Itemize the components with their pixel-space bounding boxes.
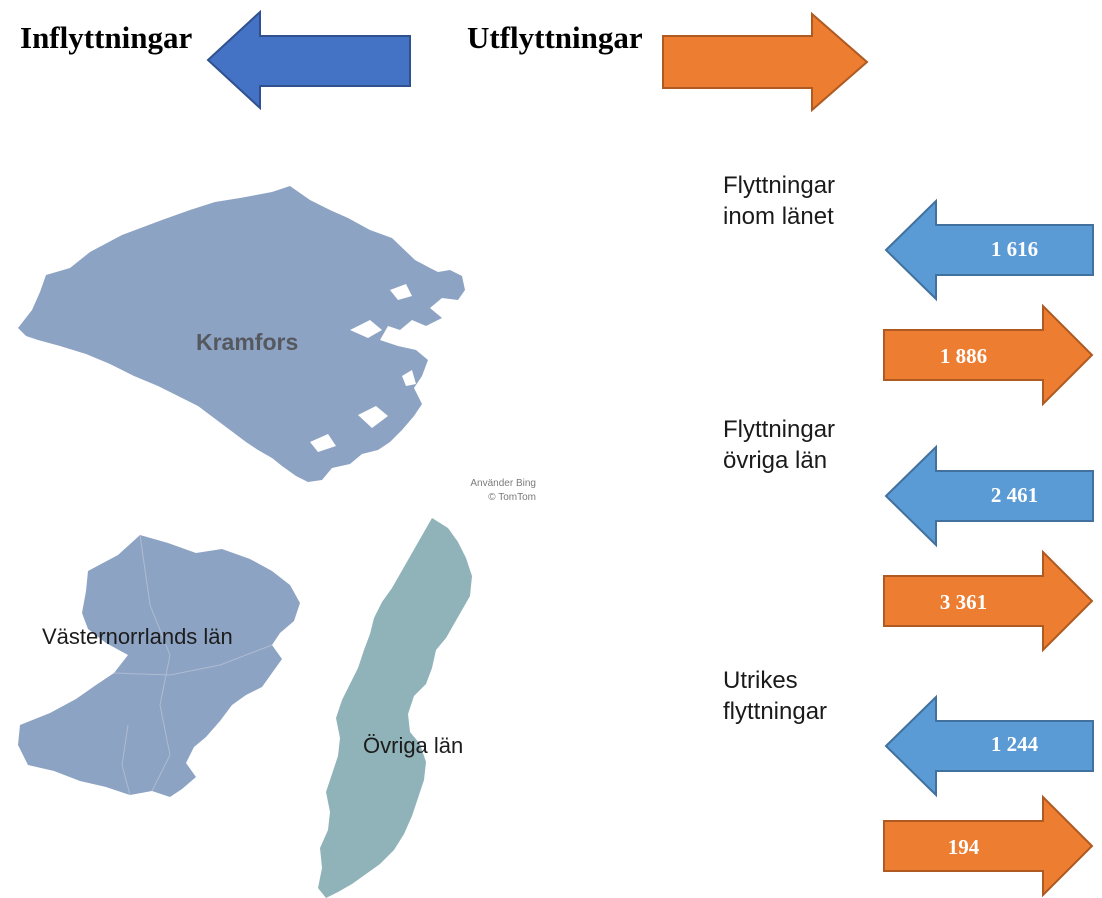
inflow-legend-arrow [206, 9, 413, 111]
category-label-other-counties: Flyttningar övriga län [723, 414, 835, 476]
inflow-arrow-within-county: 1 616 [884, 198, 1096, 302]
outflow-value-international: 194 [947, 835, 980, 859]
kramfors-shape [18, 186, 465, 482]
category-label-line-1: Utrikes [723, 667, 798, 694]
attribution-line-1: Använder Bing [470, 478, 536, 489]
kramfors-label: Kramfors [196, 329, 299, 355]
inflow-value-within-county: 1 616 [990, 237, 1039, 261]
outflow-legend-arrow [662, 11, 870, 113]
inflow-legend-label: Inflyttningar [20, 20, 193, 55]
vasternorrland-map [18, 534, 300, 797]
ovriga-lan-shape [318, 518, 472, 898]
attribution-line-2: © TomTom [488, 492, 536, 503]
ovriga-lan-label: Övriga län [363, 733, 464, 758]
category-label-line-1: Flyttningar [723, 172, 836, 199]
category-label-line-2: inom länet [723, 203, 834, 230]
kramfors-map [18, 186, 465, 482]
map-attribution: Använder Bing © TomTom [430, 477, 536, 505]
category-label-line-2: övriga län [723, 447, 828, 474]
outflow-value-within-county: 1 886 [939, 344, 988, 368]
outflow-arrow-other-counties: 3 361 [883, 549, 1095, 653]
ovriga-lan-map [318, 518, 472, 898]
outflow-value-other-counties: 3 361 [939, 590, 988, 614]
inflow-value-other-counties: 2 461 [990, 483, 1039, 507]
outflow-legend-arrow-shape [662, 11, 869, 113]
outflow-arrow-within-county: 1 886 [883, 303, 1095, 407]
vasternorrland-label: Västernorrlands län [42, 624, 233, 649]
category-label-line-2: flyttningar [723, 698, 828, 725]
outflow-arrow-international: 194 [883, 794, 1095, 898]
inflow-arrow-other-counties: 2 461 [884, 444, 1096, 548]
outflow-legend-label: Utflyttningar [467, 20, 643, 55]
inflow-legend-arrow-shape [206, 9, 411, 111]
vasternorrland-shape [18, 535, 300, 797]
inflow-arrow-international: 1 244 [884, 694, 1096, 798]
category-label-within-county: Flyttningar inom länet [723, 170, 835, 232]
category-label-international: Utrikes flyttningar [723, 665, 827, 727]
category-label-line-1: Flyttningar [723, 416, 836, 443]
inflow-value-international: 1 244 [990, 732, 1039, 756]
